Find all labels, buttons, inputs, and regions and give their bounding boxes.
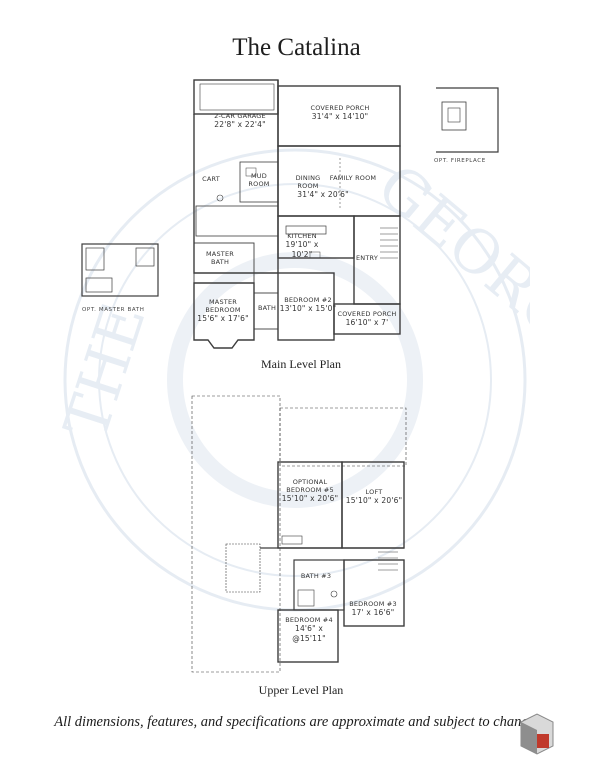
disclaimer-text: All dimensions, features, and specificat… [54, 714, 539, 730]
opt-fireplace-label: OPT. FIREPLACE [434, 158, 486, 164]
opt-master-bath-label: OPT. MASTER BATH [82, 307, 145, 313]
room-label: BATH [257, 304, 277, 312]
main-level-plan [193, 79, 401, 349]
room-label: MASTER BATH [206, 250, 234, 267]
upper-level-caption: Upper Level Plan [258, 683, 344, 697]
room-label: BATH #3 [300, 572, 332, 580]
main-level-caption: Main Level Plan [261, 357, 341, 371]
room-label: CART [202, 175, 220, 183]
page-title: The Catalina [232, 34, 361, 61]
watermark-seal: THE GEORGIA [60, 148, 530, 612]
opt-master-bath-plan [81, 243, 159, 297]
upper-level-plan [191, 395, 407, 673]
brand-logo-icon [520, 713, 554, 755]
opt-fireplace-plan [436, 87, 499, 153]
room-label: MUD ROOM [248, 172, 270, 189]
room-label: DINING ROOM [295, 174, 321, 191]
room-label: ENTRY [355, 254, 378, 262]
